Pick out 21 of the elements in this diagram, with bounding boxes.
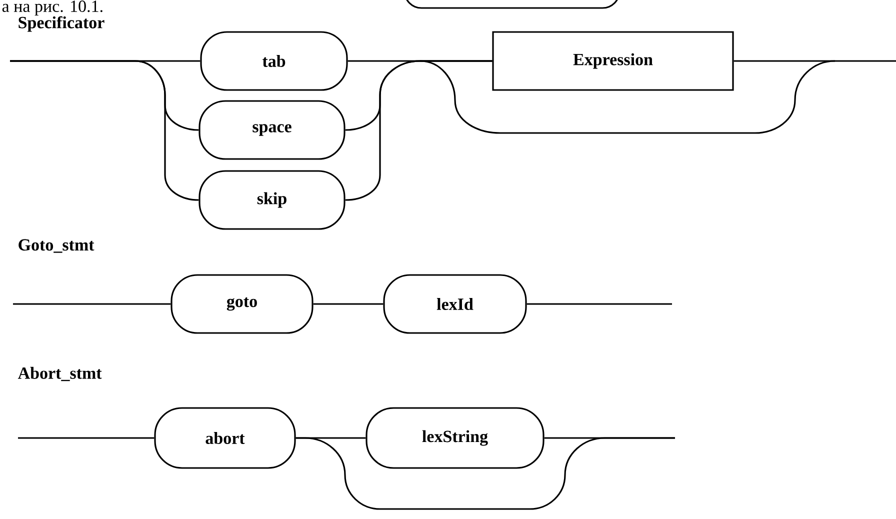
rounded-box [404,0,620,9]
terminal-box: space [198,100,346,160]
terminal-box: tab [200,31,348,91]
connector-line [313,303,384,305]
nonterminal-box: Expression [492,31,734,91]
body-text: а на рис. 10.1. [2,0,102,16]
connector-line [526,303,672,305]
connector-line [296,437,675,510]
rule-title: Specificator [18,16,104,32]
rule-title: Abort_stmt [18,366,102,382]
connector-line [10,60,199,201]
terminal-box: abort [154,407,296,469]
rule-title: Goto_stmt [18,239,94,253]
terminal-box: skip [198,170,346,230]
connector-line [734,60,896,62]
terminal-box: lexString [366,407,544,469]
connector-line [18,437,154,439]
connector-line [345,60,492,201]
terminal-box: lexId [383,274,527,334]
connector-line [13,303,171,305]
terminal-box: goto [170,274,314,334]
